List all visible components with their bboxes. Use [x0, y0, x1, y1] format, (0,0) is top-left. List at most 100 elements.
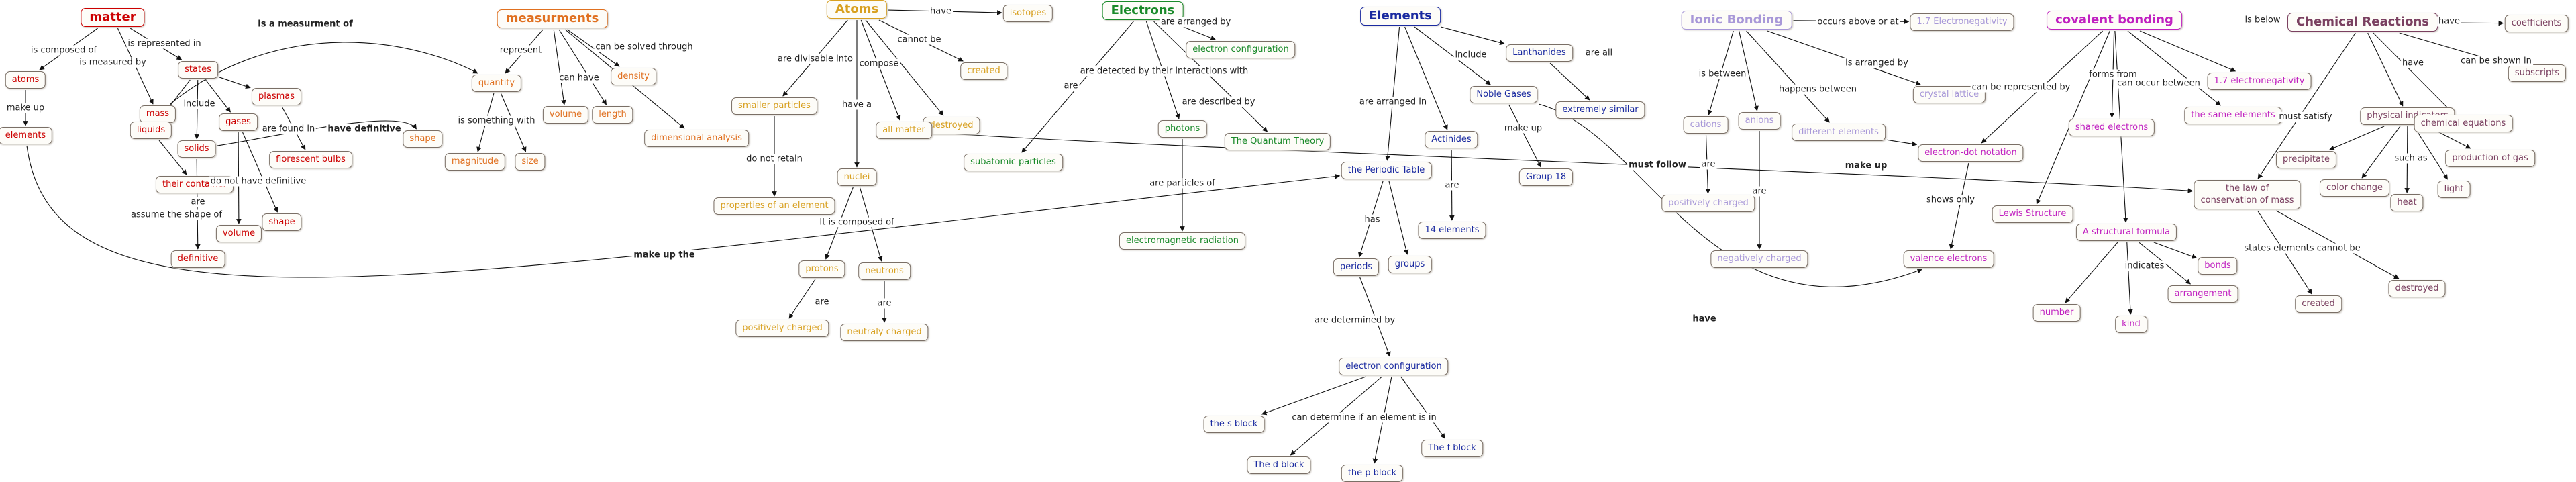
concept-node-periods[interactable]: periods [1333, 258, 1380, 276]
concept-node-created-a[interactable]: created [960, 62, 1007, 80]
concept-node-sameelements[interactable]: the same elements [2184, 107, 2282, 124]
edge-label: forms from [2088, 69, 2139, 80]
concept-node-dblock[interactable]: The d block [1247, 456, 1311, 474]
concept-node-smaller[interactable]: smaller particles [731, 97, 817, 115]
concept-node-gasprod[interactable]: production of gas [2445, 150, 2535, 167]
concept-node-allmatter[interactable]: all matter [876, 122, 932, 139]
concept-node-atoms[interactable]: atoms [5, 71, 46, 89]
concept-node-props[interactable]: properties of an element [713, 197, 835, 215]
concept-node-light[interactable]: light [2437, 181, 2471, 198]
concept-node-econfig-l[interactable]: electron configuration [1339, 358, 1449, 375]
concept-node-conservation[interactable]: the law of conservation of mass [2194, 180, 2301, 209]
concept-node-magnitude[interactable]: magnitude [444, 153, 506, 171]
concept-node-en17[interactable]: 1.7 Electronegativity [1910, 13, 2014, 31]
concept-node-volume-q[interactable]: volume [542, 106, 589, 124]
concept-node-lewis[interactable]: Lewis Structure [1992, 205, 2073, 223]
edge-label: are arranged in [1357, 97, 1429, 107]
concept-node-atoms-r[interactable]: Atoms [826, 0, 888, 19]
edge-label: are [1443, 180, 1461, 191]
concept-node-shape-m[interactable]: shape [262, 213, 302, 231]
concept-node-physind[interactable]: physical indicators [2360, 107, 2455, 125]
concept-node-matter[interactable]: matter [81, 8, 145, 27]
concept-node-cations[interactable]: cations [1683, 116, 1729, 134]
concept-node-solids[interactable]: solids [177, 140, 216, 158]
concept-node-diffelements[interactable]: different elements [1792, 124, 1886, 141]
concept-node-bonds[interactable]: bonds [2198, 257, 2238, 275]
edge-label: are detected by their interactions with [1078, 66, 1250, 77]
concept-node-mass[interactable]: mass [139, 105, 176, 123]
concept-node-liquids[interactable]: liquids [130, 122, 172, 139]
concept-node-subscripts[interactable]: subscripts [2508, 64, 2567, 82]
concept-node-isotopes[interactable]: isotopes [1002, 5, 1053, 22]
concept-node-poscharged[interactable]: positively charged [735, 320, 829, 337]
edge-label: are particles of [1148, 178, 1217, 189]
concept-node-measurements[interactable]: measurments [497, 9, 608, 28]
concept-node-colorchange[interactable]: color change [2320, 179, 2389, 197]
concept-node-photons[interactable]: photons [1157, 120, 1207, 138]
concept-node-definitive[interactable]: definitive [170, 250, 225, 268]
concept-node-neutral[interactable]: neutraly charged [840, 324, 929, 341]
edge-noblegases-to-valence [1539, 103, 1923, 287]
concept-node-quantity[interactable]: quantity [471, 75, 522, 92]
concept-node-density[interactable]: density [611, 68, 656, 85]
concept-node-valence[interactable]: valence electrons [1903, 250, 1994, 268]
concept-node-dimensional[interactable]: dimensional analysis [644, 130, 749, 147]
edge-label: have [2401, 58, 2425, 68]
concept-node-fourteen[interactable]: 14 elements [1418, 222, 1486, 239]
concept-node-elements-m[interactable]: elements [0, 127, 53, 144]
edge-label: make up [5, 103, 46, 113]
concept-node-gases[interactable]: gases [219, 113, 258, 131]
concept-node-fblock[interactable]: The f block [1421, 440, 1483, 457]
concept-node-volume-m[interactable]: volume [215, 225, 262, 242]
concept-node-neutrons[interactable]: neutrons [858, 262, 911, 280]
concept-node-groups[interactable]: groups [1388, 256, 1432, 273]
concept-node-states[interactable]: states [178, 61, 218, 79]
concept-node-group18[interactable]: Group 18 [1518, 168, 1574, 186]
concept-node-anions[interactable]: anions [1738, 112, 1781, 130]
concept-node-extsimilar[interactable]: extremely similar [1555, 101, 1645, 119]
concept-node-pblock[interactable]: the p block [1341, 465, 1404, 482]
edge-label: have definitive [326, 124, 403, 134]
concept-node-negcharged[interactable]: negatively charged [1710, 250, 1808, 268]
concept-node-plasmas[interactable]: plasmas [251, 88, 302, 105]
concept-node-poscharged-i[interactable]: positively charged [1661, 195, 1755, 212]
concept-node-protons[interactable]: protons [798, 260, 845, 278]
edge-label: can be solved through [594, 42, 694, 52]
concept-node-structural[interactable]: A structural formula [2075, 224, 2177, 241]
edge-label: compose [858, 58, 900, 69]
concept-node-lanthanides[interactable]: Lanthanides [1506, 44, 1573, 62]
concept-node-electrons-r[interactable]: Electrons [1102, 1, 1184, 20]
concept-node-econfig-e[interactable]: electron configuration [1186, 41, 1296, 58]
concept-node-actinides[interactable]: Actinides [1425, 131, 1478, 148]
concept-node-coefficients[interactable]: coefficients [2504, 15, 2569, 32]
concept-node-nuclei[interactable]: nuclei [837, 168, 877, 186]
concept-node-noblegases[interactable]: Noble Gases [1470, 86, 1538, 103]
concept-node-size[interactable]: size [515, 153, 546, 171]
concept-node-edot[interactable]: electron-dot notation [1918, 144, 2024, 162]
concept-node-shape-q[interactable]: shape [403, 130, 443, 148]
concept-node-created-r[interactable]: created [2295, 295, 2342, 313]
concept-node-periodic[interactable]: the Periodic Table [1341, 162, 1432, 179]
concept-node-kind[interactable]: kind [2115, 316, 2147, 333]
concept-node-en17b[interactable]: 1.7 electronegativity [2207, 73, 2312, 90]
edge-structural-to-kind [2126, 242, 2133, 315]
edge-covalent-to-lewis [2036, 30, 2110, 205]
concept-node-fluorescent[interactable]: florescent bulbs [269, 151, 352, 168]
concept-node-reactions[interactable]: Chemical Reactions [2287, 13, 2438, 32]
concept-node-number[interactable]: number [2032, 304, 2081, 322]
concept-node-subatomic[interactable]: subatomic particles [964, 154, 1063, 171]
concept-node-elements-r[interactable]: Elements [1360, 7, 1441, 26]
concept-node-cheq[interactable]: chemical equations [2414, 115, 2513, 132]
concept-node-sblock[interactable]: the s block [1203, 416, 1265, 433]
concept-node-shared[interactable]: shared electrons [2068, 119, 2155, 136]
edge-allmatter-to-conservation [933, 132, 2194, 193]
concept-node-length[interactable]: length [592, 106, 633, 124]
concept-node-heat[interactable]: heat [2390, 194, 2424, 211]
concept-node-emradiation[interactable]: electromagnetic radiation [1119, 232, 1246, 250]
concept-node-ionic[interactable]: Ionic Bonding [1681, 11, 1792, 30]
concept-node-covalent[interactable]: covalent bonding [2047, 11, 2182, 30]
concept-node-arrangement[interactable]: arrangement [2167, 285, 2238, 303]
concept-node-destroyed-r[interactable]: destroyed [2388, 280, 2446, 297]
concept-node-precipitate[interactable]: precipitate [2275, 151, 2337, 168]
concept-node-quantum[interactable]: The Quantum Theory [1224, 133, 1331, 150]
